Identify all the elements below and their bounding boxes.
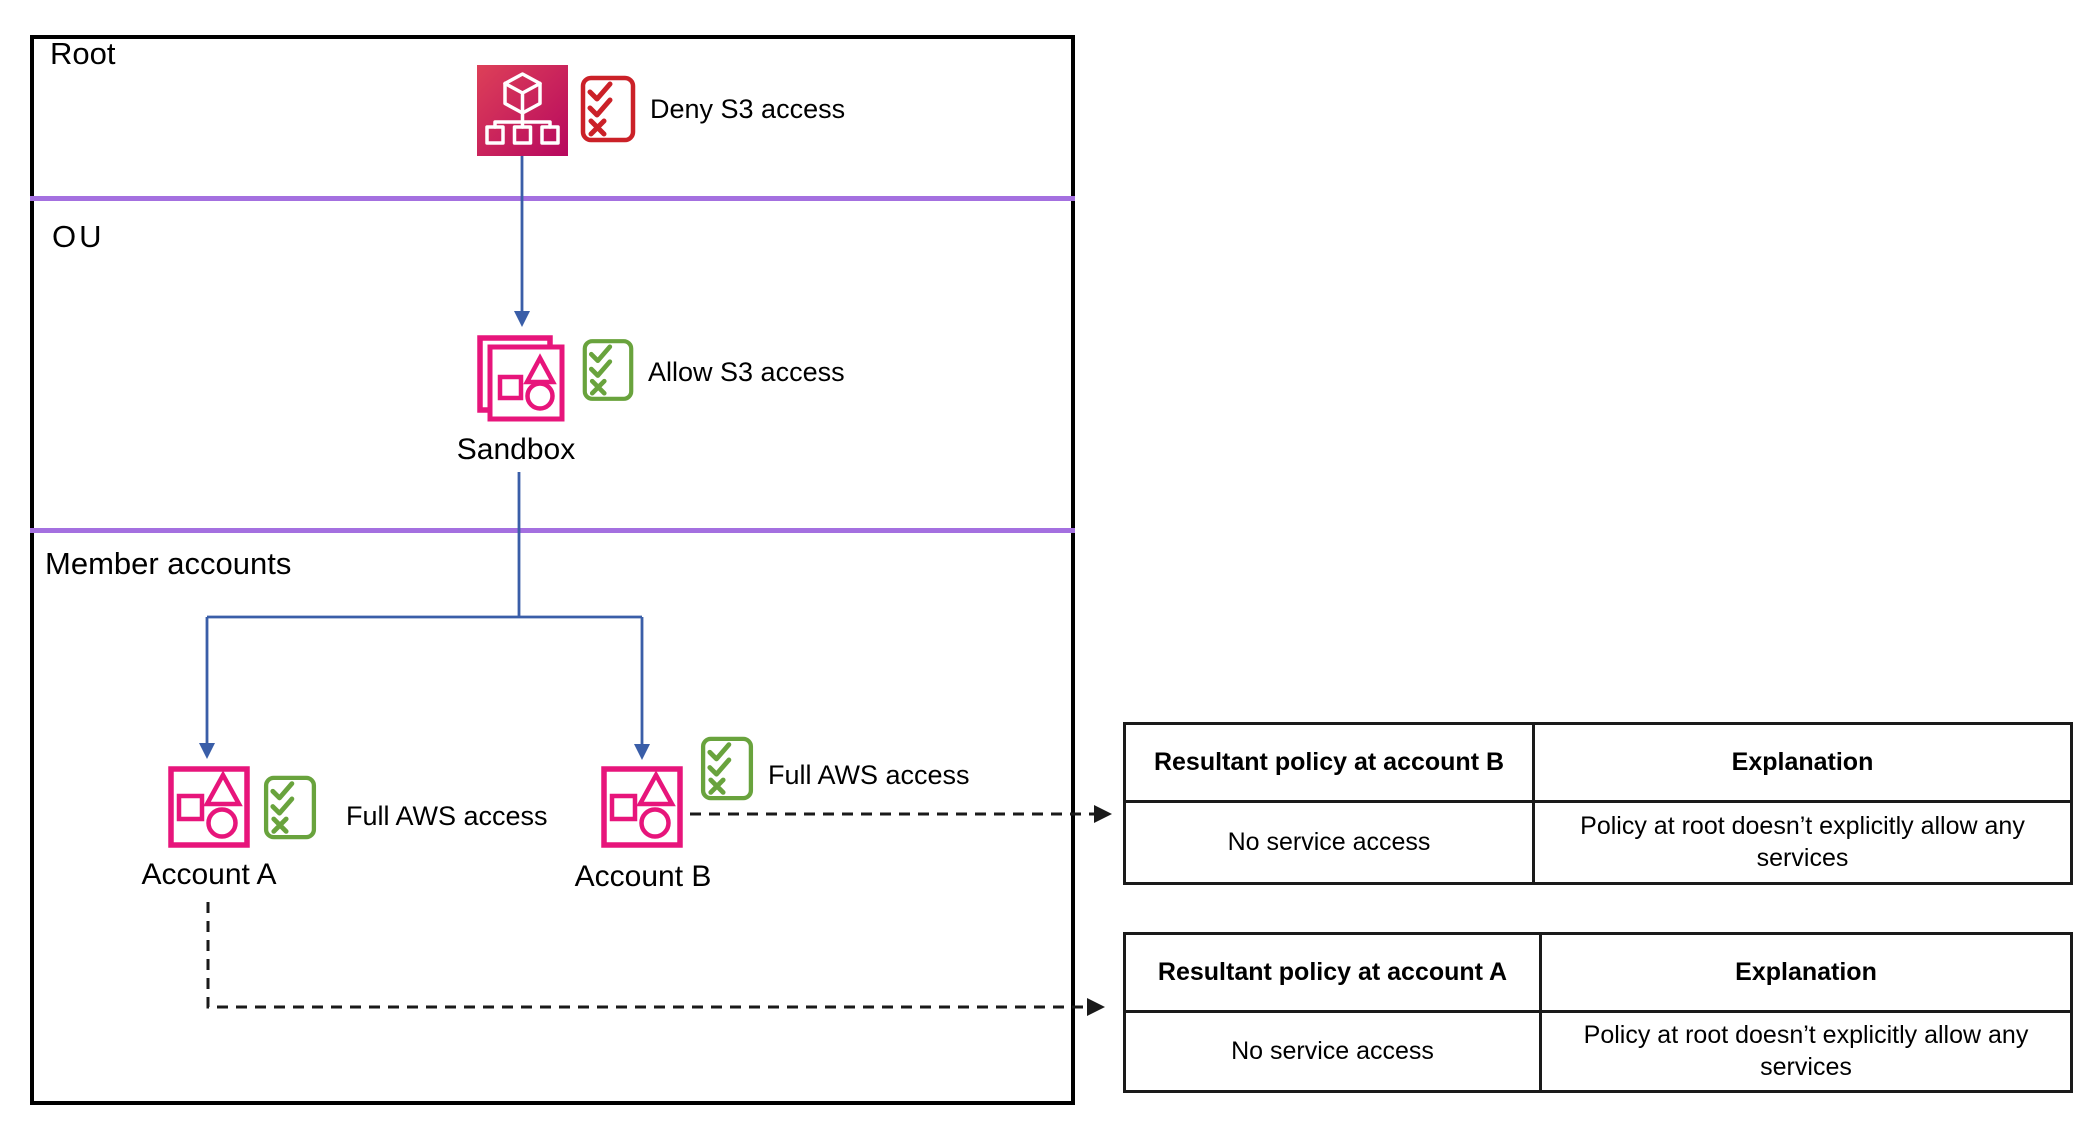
policy-label-deny-s3: Deny S3 access — [650, 94, 846, 124]
checkmark — [270, 796, 295, 816]
aws-organizations-icon — [477, 65, 568, 156]
sandbox-label: Sandbox — [456, 433, 576, 466]
table-body-cell: No service access — [1126, 1013, 1542, 1090]
resultant-policy-table-a: Resultant policy at account A Explanatio… — [1123, 932, 2073, 1093]
table-header-cell: Explanation — [1542, 935, 2070, 1013]
checkmark — [270, 781, 295, 801]
account-a-label: Account A — [141, 858, 277, 891]
triangle-shape — [636, 770, 676, 807]
allow-policy-checklist-icon — [582, 339, 634, 401]
table-body-cell: No service access — [1126, 803, 1535, 882]
account-b-icon — [601, 766, 683, 848]
circle-shape — [525, 381, 555, 411]
policy-label-full-aws-a: Full AWS access — [346, 801, 548, 831]
section-divider-root-ou — [30, 196, 1075, 201]
table-body-cell: Policy at root doesn’t explicitly allow … — [1583, 1021, 2029, 1081]
x-mark — [588, 118, 607, 137]
square-shape — [609, 793, 638, 822]
square-shape — [497, 374, 524, 401]
x-mark — [708, 777, 726, 795]
section-label-ou: OU — [52, 219, 105, 254]
square-shape — [176, 793, 205, 822]
account-b-policy-icon — [700, 736, 754, 801]
organizational-unit-icon — [477, 335, 565, 422]
account-a-policy-icon — [263, 775, 317, 840]
policy-label-allow-s3: Allow S3 access — [648, 357, 845, 387]
checkmark — [587, 81, 613, 102]
resultant-policy-table-b: Resultant policy at account B Explanatio… — [1123, 722, 2073, 885]
checkmark — [588, 344, 613, 364]
checkmark — [588, 359, 613, 378]
deny-policy-checklist-icon — [580, 75, 636, 143]
table-header-cell: Resultant policy at account B — [1126, 725, 1535, 803]
circle-shape — [639, 807, 671, 839]
section-divider-ou-members — [30, 528, 1075, 533]
checkmark — [587, 97, 613, 118]
section-label-member-accounts: Member accounts — [45, 546, 292, 581]
table-header-cell: Explanation — [1535, 725, 2070, 803]
section-label-root: Root — [50, 36, 116, 71]
checkmark — [707, 742, 732, 762]
checkmark — [707, 757, 732, 777]
x-mark — [589, 378, 607, 396]
triangle-shape — [203, 770, 243, 807]
table-body-cell: Policy at root doesn’t explicitly allow … — [1580, 812, 2025, 872]
account-b-label: Account B — [574, 860, 712, 893]
account-a-icon — [168, 766, 250, 848]
x-mark — [271, 816, 289, 834]
table-header-cell: Resultant policy at account A — [1126, 935, 1542, 1013]
org-tree-glyph — [485, 72, 560, 145]
circle-shape — [206, 807, 238, 839]
policy-label-full-aws-b: Full AWS access — [768, 760, 970, 790]
